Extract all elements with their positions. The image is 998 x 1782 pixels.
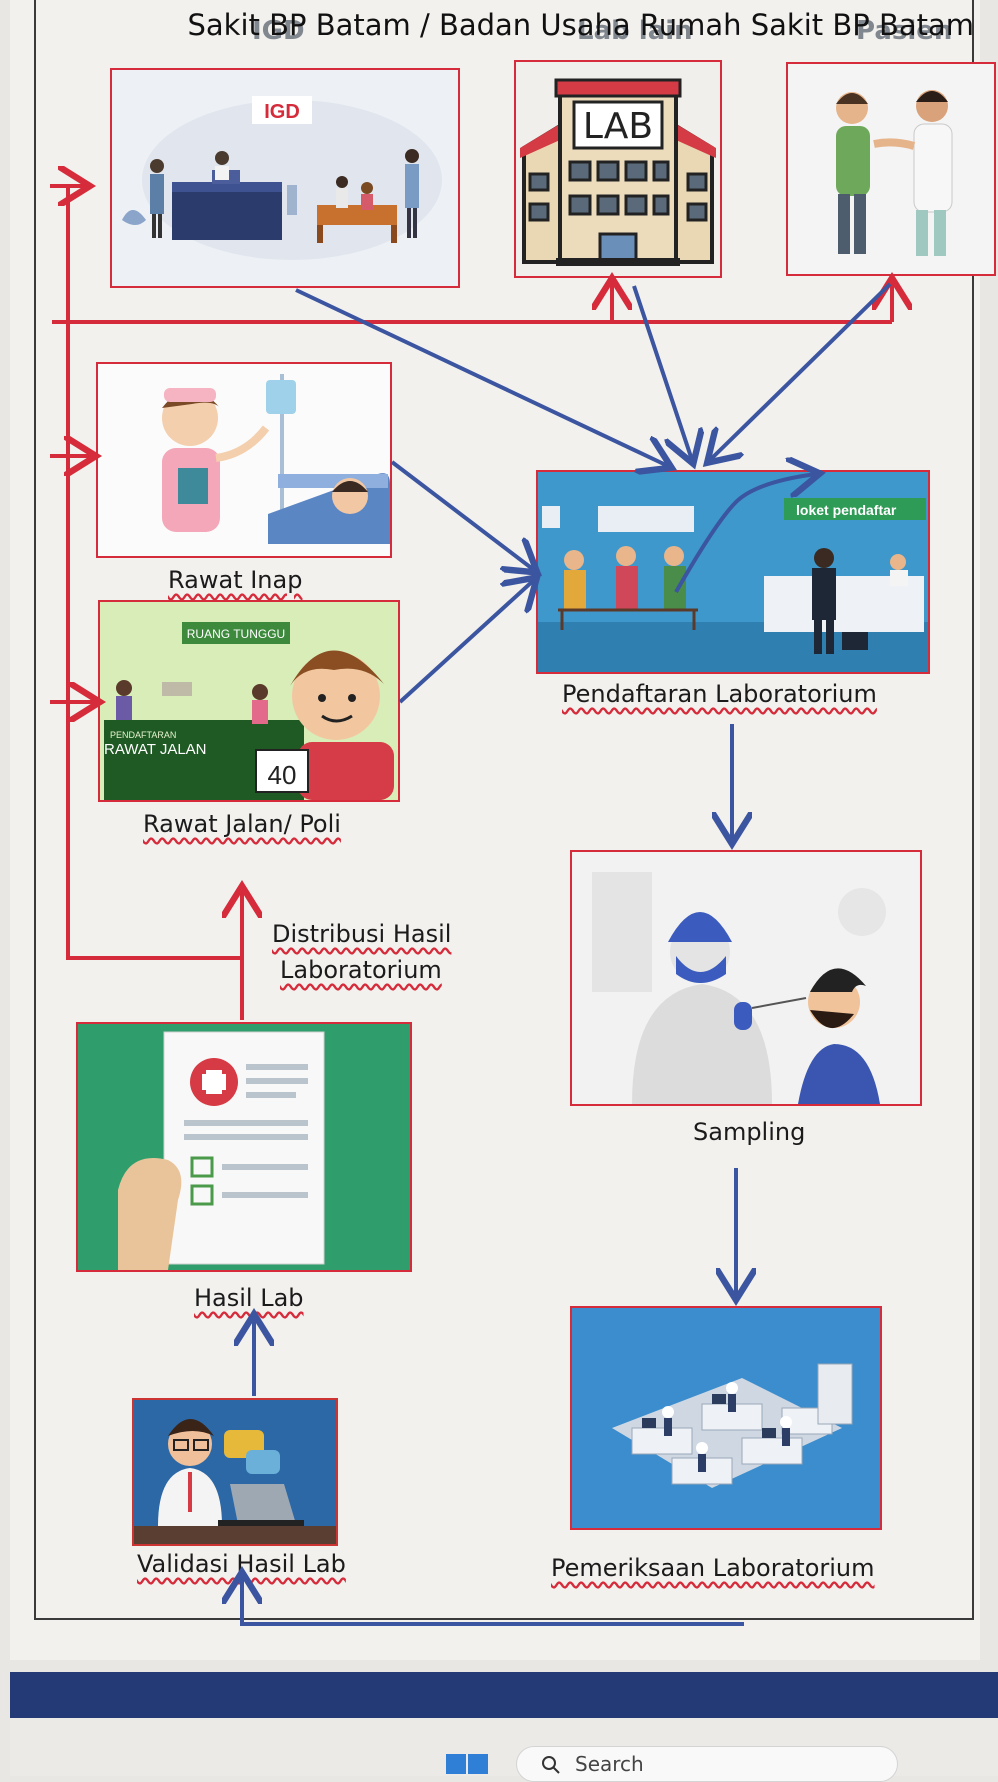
search-icon bbox=[542, 1756, 560, 1774]
diagram-frame bbox=[34, 0, 974, 1620]
rawat-jalan-caption: Rawat Jalan/ Poli bbox=[143, 810, 341, 838]
pendaftaran-small-sign: PENDAFTARAN bbox=[110, 730, 176, 740]
source-credit: Sakit BP Batam / Badan Usaha Rumah Sakit… bbox=[187, 8, 974, 42]
arrow-lab-lain-to-pendaftaran bbox=[632, 285, 692, 460]
search-placeholder: Search bbox=[575, 1752, 644, 1776]
pemeriksaan-box bbox=[570, 1306, 882, 1530]
rawat-inap-box bbox=[96, 362, 392, 558]
rawat-jalan-illustration: RUANG TUNGGU PENDAFTARAN RAWAT JALAN 40 bbox=[100, 602, 398, 800]
taskbar-search-box[interactable]: Search bbox=[516, 1746, 898, 1782]
rawat-jalan-box: RUANG TUNGGU PENDAFTARAN RAWAT JALAN 40 bbox=[98, 600, 400, 802]
igd-sign-text: IGD bbox=[264, 101, 300, 123]
lab-lain-caption: Lab lain bbox=[577, 16, 693, 46]
windows-start-icon[interactable] bbox=[446, 1750, 490, 1776]
arrow-rawat-inap-to-pendaftaran bbox=[390, 460, 534, 570]
loket-flow-arrow bbox=[674, 474, 816, 593]
queue-number: 40 bbox=[268, 760, 297, 790]
igd-caption: IGD bbox=[252, 16, 305, 46]
sampling-box bbox=[570, 850, 922, 1106]
validasi-box bbox=[132, 1398, 338, 1546]
patient-doctor-illustration bbox=[788, 64, 994, 274]
distribusi-label-line2: Laboratorium bbox=[280, 956, 442, 984]
screen-bezel-bar bbox=[10, 1672, 998, 1718]
ruang-tunggu-sign: RUANG TUNGGU bbox=[187, 627, 285, 641]
hasil-lab-caption: Hasil Lab bbox=[194, 1284, 304, 1312]
igd-box: IGD bbox=[110, 68, 460, 288]
sampling-caption: Sampling bbox=[693, 1118, 806, 1146]
pemeriksaan-illustration bbox=[572, 1308, 880, 1528]
arrow-igd-to-pendaftaran bbox=[295, 288, 668, 466]
rawat-inap-caption: Rawat Inap bbox=[168, 566, 303, 594]
red-trunk-line bbox=[66, 186, 242, 960]
pasien-caption: Pasien bbox=[856, 16, 953, 46]
pasien-box bbox=[786, 62, 996, 276]
validasi-illustration bbox=[134, 1400, 336, 1544]
distribusi-label-line1: Distribusi Hasil bbox=[272, 920, 452, 948]
pendaftaran-caption: Pendaftaran Laboratorium bbox=[562, 680, 877, 708]
pemeriksaan-caption: Pemeriksaan Laboratorium bbox=[551, 1554, 875, 1582]
lab-lain-box: LAB bbox=[514, 60, 722, 278]
pendaftaran-illustration: loket pendaftar bbox=[538, 472, 928, 672]
arrow-rawat-jalan-to-pendaftaran bbox=[398, 580, 534, 704]
sampling-illustration bbox=[572, 852, 920, 1104]
hasil-lab-box bbox=[76, 1022, 412, 1272]
lab-result-document-illustration bbox=[78, 1024, 410, 1270]
loket-sign: loket pendaftar bbox=[796, 502, 897, 518]
rawat-jalan-sign: RAWAT JALAN bbox=[104, 741, 207, 758]
igd-illustration: IGD bbox=[112, 70, 458, 286]
arrow-pemeriksaan-to-validasi bbox=[242, 1576, 744, 1626]
rawat-inap-illustration bbox=[98, 364, 390, 556]
lab-sign-text: LAB bbox=[583, 106, 653, 147]
arrow-pasien-to-pendaftaran bbox=[710, 282, 892, 460]
lab-building-illustration: LAB bbox=[516, 62, 720, 276]
